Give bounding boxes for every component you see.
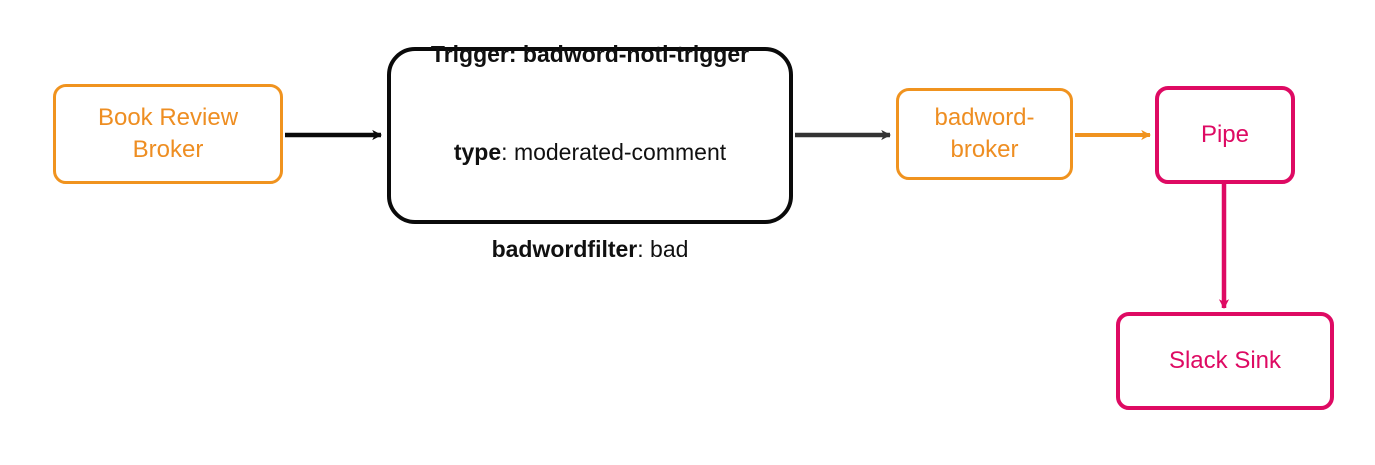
node-slack-sink-label: Slack Sink (1168, 347, 1282, 375)
trigger-type-value: moderated-comment (513, 138, 727, 165)
trigger-line-type: type: moderated-comment (431, 103, 749, 168)
trigger-line-badwordfilter: badwordfilter: bad (431, 201, 749, 266)
node-pipe-label: Pipe (1200, 121, 1250, 149)
trigger-type-key: type (453, 138, 502, 165)
node-book-review-broker[interactable]: Book Review Broker (53, 84, 283, 184)
node-badword-broker-label: badword- broker (934, 104, 1035, 163)
node-trigger[interactable]: Trigger: badword-noti-trigger type: mode… (387, 41, 793, 262)
node-pipe[interactable]: Pipe (1155, 86, 1295, 184)
trigger-line-name: Trigger: badword-noti-trigger (431, 5, 749, 70)
node-badword-broker[interactable]: badword- broker (896, 88, 1073, 180)
trigger-name-text: Trigger: badword-noti-trigger (430, 40, 750, 67)
trigger-badwordfilter-value: bad (650, 236, 689, 263)
node-trigger-label: Trigger: badword-noti-trigger type: mode… (431, 0, 749, 299)
node-book-review-broker-label: Book Review Broker (97, 104, 239, 163)
trigger-badwordfilter-separator: : (637, 236, 651, 263)
node-slack-sink[interactable]: Slack Sink (1116, 312, 1334, 410)
trigger-type-separator: : (501, 138, 514, 165)
trigger-badwordfilter-key: badwordfilter (491, 236, 638, 263)
